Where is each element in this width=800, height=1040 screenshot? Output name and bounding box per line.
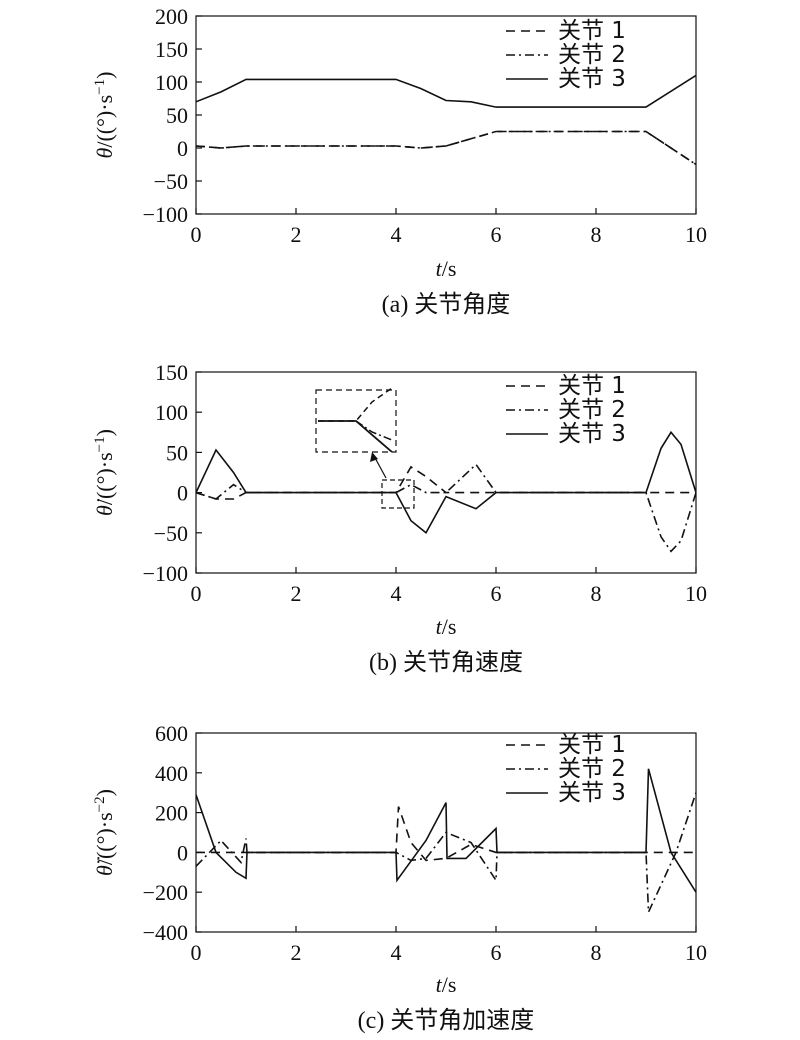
x-tick-label: 4 [391, 940, 402, 965]
y-axis-unit: /((°)·s [92, 452, 117, 505]
chart-panel-3: 0 2 4 6 8 10 600 400 200 0 −200 −400 t/s θ̈/((°)·s−2)… [92, 721, 707, 1034]
x-axis-label: t/s [436, 256, 457, 281]
x-tick-label: 10 [685, 940, 707, 965]
y-tick-label: −100 [143, 202, 188, 227]
y-axis-label: θ̈/((°)·s−2) [92, 789, 117, 876]
x-tick-label: 4 [391, 581, 402, 606]
y-tick-label: 100 [155, 70, 188, 95]
y-tick-label: −50 [154, 169, 188, 194]
y-axis-close: ) [92, 429, 117, 436]
y-tick-label: 0 [177, 136, 188, 161]
chart-panel-2: 0 2 4 6 8 10 150 100 50 0 −50 −100 t/s θ̇/((°)·s−1) (b… [92, 360, 707, 676]
y-axis-exponent: −1 [92, 79, 108, 95]
y-axis-label: θ/((°)·s−1) [92, 72, 117, 159]
x-tick-label: 6 [491, 940, 502, 965]
y-tick-label: 200 [155, 4, 188, 29]
y-axis-close: ) [92, 72, 117, 79]
x-axis-unit: /s [442, 614, 457, 639]
legend-label-3: 关节 3 [558, 780, 626, 806]
series-line-2 [196, 792, 696, 913]
x-tick-label: 8 [591, 581, 602, 606]
x-tick-label: 0 [191, 222, 202, 247]
x-tick-label: 2 [291, 940, 302, 965]
legend-label-3: 关节 3 [558, 66, 626, 92]
y-axis-exponent: −1 [92, 436, 108, 452]
series-line-3 [196, 74, 696, 108]
chart-caption: (c) 关节角加速度 [358, 1007, 535, 1034]
inset-line-3 [318, 420, 393, 453]
legend-label-1: 关节 1 [558, 732, 626, 758]
chart-panel-1: 0 2 4 6 8 10 200 150 100 50 0 −50 −100 t/s θ/((°)·s−1)… [92, 4, 707, 318]
legend-label-2: 关节 2 [558, 397, 626, 423]
y-tick-label: 600 [155, 721, 188, 746]
y-tick-label: 0 [177, 481, 188, 506]
x-axis-var: t [436, 256, 443, 281]
x-axis-unit: /s [442, 256, 457, 281]
series-line-2 [196, 463, 696, 553]
plot-frame [195, 371, 697, 574]
x-tick-label: 2 [291, 222, 302, 247]
series-line-3 [196, 430, 696, 535]
inset-line-1 [318, 387, 393, 422]
x-axis-var: t [436, 972, 443, 997]
x-tick-label: 8 [591, 222, 602, 247]
y-axis-var: θ [92, 147, 117, 158]
legend-label-3: 关节 3 [558, 421, 626, 447]
series-line-3 [196, 768, 696, 893]
zoom-inset [315, 387, 415, 509]
x-axis-unit: /s [442, 972, 457, 997]
y-tick-label: 150 [155, 360, 188, 385]
y-axis-exponent: −2 [92, 796, 108, 812]
y-tick-label: 100 [155, 400, 188, 425]
y-tick-label: −400 [143, 920, 188, 945]
x-tick-label: 0 [191, 581, 202, 606]
x-tick-label: 6 [491, 581, 502, 606]
y-tick-label: 50 [166, 440, 188, 465]
x-tick-label: 10 [685, 222, 707, 247]
series-line-1 [196, 465, 696, 500]
legend-label-2: 关节 2 [558, 756, 626, 782]
x-tick-label: 8 [591, 940, 602, 965]
y-tick-label: −50 [154, 521, 188, 546]
series-line-2 [196, 130, 696, 166]
x-axis-var: t [436, 614, 443, 639]
legend-label-2: 关节 2 [558, 42, 626, 68]
x-tick-label: 4 [391, 222, 402, 247]
x-axis-label: t/s [436, 614, 457, 639]
x-tick-label: 10 [685, 581, 707, 606]
legend-label-1: 关节 1 [558, 18, 626, 44]
chart-caption: (a) 关节角度 [382, 291, 511, 318]
y-tick-label: 400 [155, 761, 188, 786]
y-axis-unit: /((°)·s [92, 95, 117, 148]
x-tick-label: 6 [491, 222, 502, 247]
x-tick-label: 0 [191, 940, 202, 965]
y-tick-label: 50 [166, 103, 188, 128]
inset-source-box [381, 479, 415, 509]
y-axis-close: ) [92, 789, 117, 796]
x-tick-label: 2 [291, 581, 302, 606]
y-tick-label: 0 [177, 840, 188, 865]
inset-arrow-head [370, 452, 378, 462]
y-axis-unit: /((°)·s [92, 812, 117, 865]
y-tick-label: 150 [155, 37, 188, 62]
x-axis-label: t/s [436, 972, 457, 997]
y-tick-label: −200 [143, 880, 188, 905]
y-tick-label: 200 [155, 801, 188, 826]
y-tick-label: −100 [143, 561, 188, 586]
chart-caption: (b) 关节角速度 [369, 649, 523, 676]
series-line-1 [196, 130, 696, 166]
plot-frame [195, 732, 697, 933]
y-axis-label: θ̇/((°)·s−1) [92, 429, 117, 516]
legend-label-1: 关节 1 [558, 373, 626, 399]
